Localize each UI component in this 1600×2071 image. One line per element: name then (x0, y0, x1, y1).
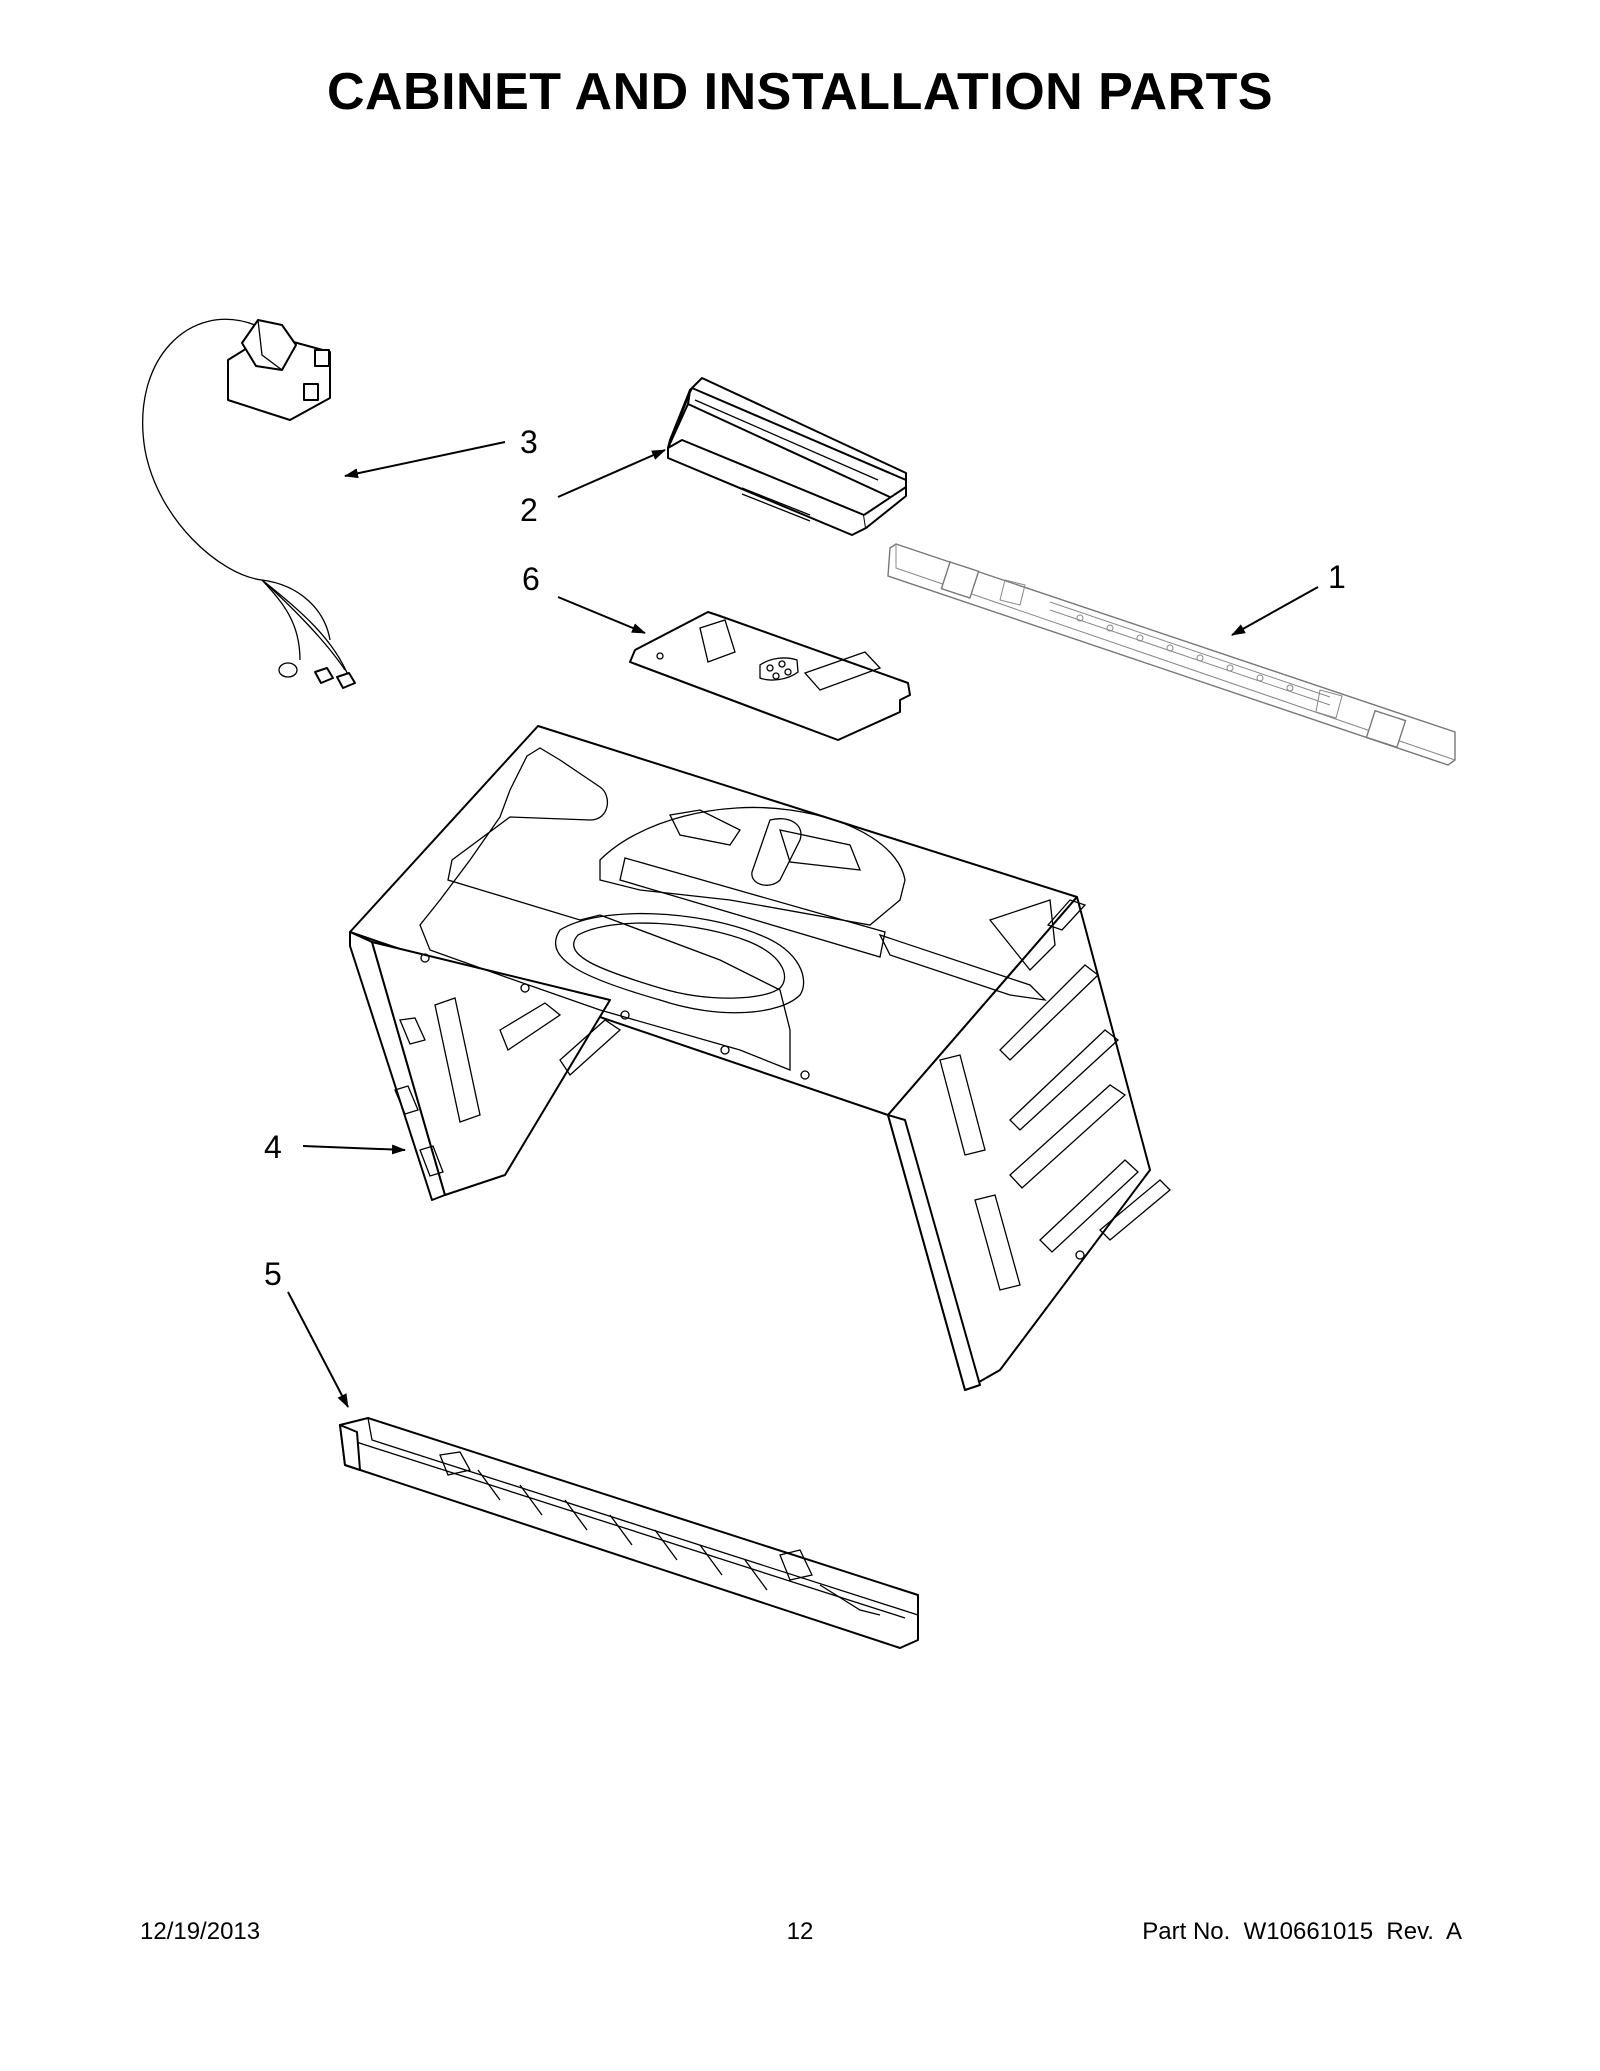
leader-line-5 (287, 1291, 349, 1408)
callout-1: 1 (1328, 559, 1346, 595)
leader-line-3 (344, 441, 506, 479)
top-vent-part (667, 377, 907, 536)
callout-6: 6 (522, 561, 540, 597)
bracket-part (629, 611, 911, 741)
footer-date: 12/19/2013 (140, 1918, 261, 1945)
leader-line-1 (1231, 586, 1319, 636)
callout-4: 4 (264, 1129, 282, 1165)
footer-part-number: Part No. W10661015 Rev. A (1142, 1918, 1462, 1945)
leader-line-4 (302, 1144, 406, 1155)
footer-page-number: 12 (786, 1918, 814, 1945)
leader-line-2 (557, 449, 666, 498)
power-cord-part (142, 318, 356, 689)
bottom-grille-part (339, 1417, 919, 1649)
callout-2: 2 (520, 492, 538, 528)
callout-3: 3 (520, 424, 538, 460)
cabinet-wrapper-part (349, 725, 1171, 1391)
callout-5: 5 (264, 1256, 282, 1292)
leader-line-6 (557, 596, 646, 634)
mounting-plate-part (887, 543, 1456, 766)
page-title: CABINET AND INSTALLATION PARTS (326, 63, 1274, 121)
